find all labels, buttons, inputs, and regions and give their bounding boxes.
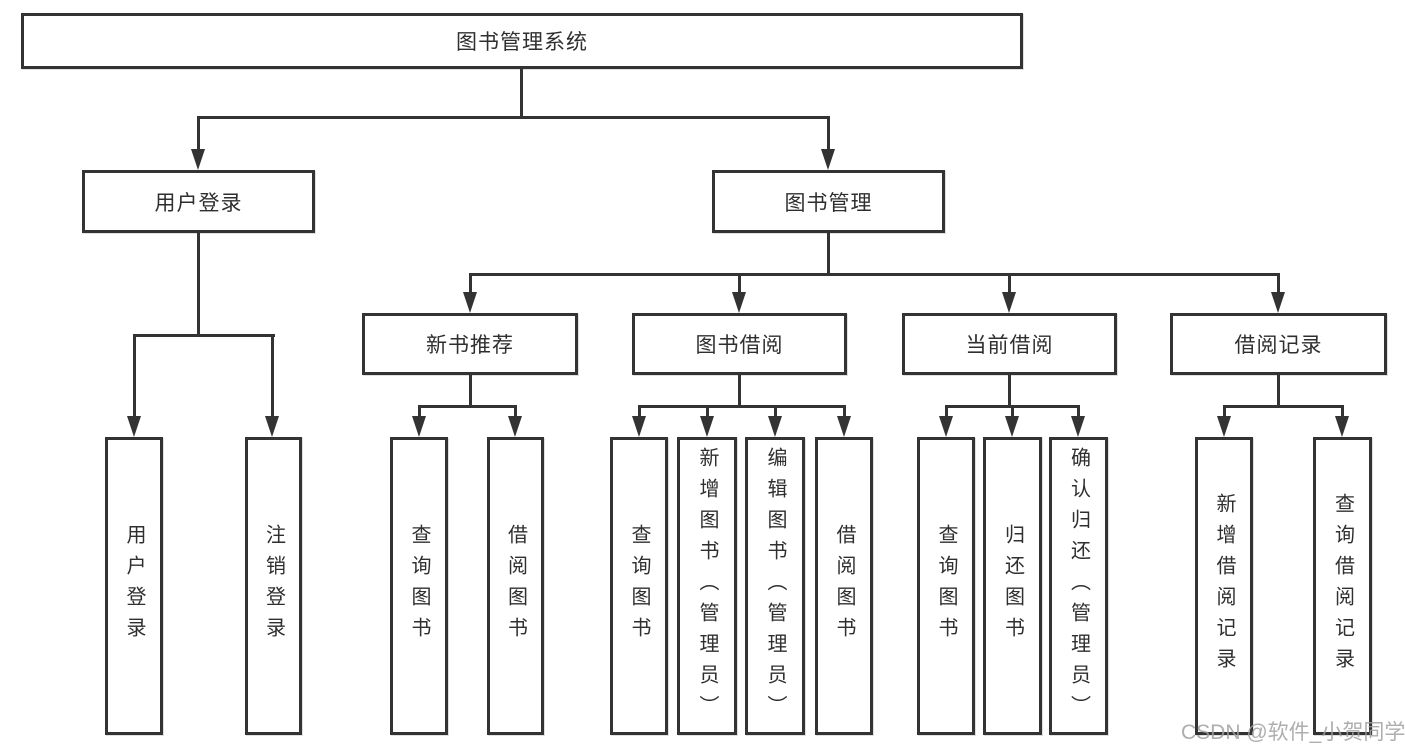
leaf-query-books-current: 查询图书	[917, 437, 975, 735]
arrow-down-icon	[1271, 292, 1285, 313]
node-book-management-system-label: 图书管理系统	[456, 31, 588, 54]
connector-line	[638, 405, 641, 418]
connector-line	[469, 375, 472, 408]
leaf-add-books-admin-label: 新增图书（管理员）	[696, 446, 718, 726]
connector-line	[514, 405, 517, 418]
leaf-add-borrow-record-label: 新增借阅记录	[1213, 493, 1235, 679]
node-current-borrowing: 当前借阅	[902, 313, 1117, 375]
arrow-down-icon	[265, 416, 279, 437]
arrow-down-icon	[768, 416, 782, 437]
connector-line	[197, 116, 200, 152]
leaf-edit-books-admin: 编辑图书（管理员）	[745, 437, 805, 735]
leaf-confirm-return-admin: 确认归还（管理员）	[1049, 437, 1108, 735]
connector-line	[133, 334, 136, 418]
leaf-user-login: 用户登录	[105, 437, 163, 735]
connector-line	[827, 233, 830, 276]
connector-line	[271, 334, 274, 418]
leaf-borrow-books-recommend-label: 借阅图书	[504, 524, 527, 648]
leaf-query-borrow-record-label: 查询借阅记录	[1331, 493, 1354, 679]
arrow-down-icon	[1335, 416, 1349, 437]
arrow-down-icon	[191, 149, 205, 170]
node-borrowing-records: 借阅记录	[1170, 313, 1387, 375]
node-borrowing-records-label: 借阅记录	[1234, 334, 1323, 357]
arrow-down-icon	[1005, 416, 1019, 437]
connector-line	[418, 405, 517, 408]
node-new-book-recommendation-label: 新书推荐	[426, 334, 514, 357]
leaf-query-books-recommend-label: 查询图书	[408, 524, 430, 648]
leaf-logout-label: 注销登录	[262, 524, 285, 648]
leaf-borrow-books-label: 借阅图书	[833, 524, 855, 648]
leaf-confirm-return-admin-label: 确认归还（管理员）	[1067, 446, 1090, 726]
leaf-borrow-books-recommend: 借阅图书	[487, 437, 544, 735]
connector-line	[738, 375, 741, 408]
arrow-down-icon	[1217, 416, 1231, 437]
arrow-down-icon	[1071, 416, 1085, 437]
leaf-query-books-borrowing: 查询图书	[610, 437, 668, 735]
connector-line	[738, 273, 741, 294]
connector-line	[638, 405, 846, 408]
connector-line	[133, 334, 275, 337]
connector-line	[1277, 273, 1280, 294]
arrow-down-icon	[821, 149, 835, 170]
leaf-query-books-recommend: 查询图书	[390, 437, 448, 735]
connector-line	[418, 405, 421, 418]
connector-line	[945, 405, 948, 418]
leaf-return-books: 归还图书	[983, 437, 1042, 735]
connector-line	[1223, 405, 1226, 418]
node-book-management-label: 图书管理	[784, 191, 873, 215]
leaf-user-login-label: 用户登录	[123, 524, 145, 648]
arrow-down-icon	[732, 292, 746, 313]
arrow-down-icon	[508, 416, 522, 437]
leaf-query-books-borrowing-label: 查询图书	[628, 524, 650, 648]
node-book-management-system: 图书管理系统	[21, 13, 1023, 69]
leaf-query-borrow-record: 查询借阅记录	[1313, 437, 1372, 735]
arrow-down-icon	[463, 292, 477, 313]
node-user-login: 用户登录	[82, 170, 315, 233]
connector-line	[469, 273, 472, 294]
connector-line	[197, 233, 200, 337]
connector-line	[520, 69, 523, 119]
node-current-borrowing-label: 当前借阅	[965, 334, 1054, 357]
connector-line	[1341, 405, 1344, 418]
node-book-borrowing: 图书借阅	[632, 313, 847, 375]
arrow-down-icon	[939, 416, 953, 437]
arrow-down-icon	[412, 416, 426, 437]
connector-line	[469, 273, 1280, 276]
leaf-add-books-admin: 新增图书（管理员）	[677, 437, 737, 735]
connector-line	[706, 405, 709, 418]
leaf-add-borrow-record: 新增借阅记录	[1195, 437, 1253, 735]
connector-line	[774, 405, 777, 418]
node-book-management: 图书管理	[712, 170, 945, 233]
connector-line	[1011, 405, 1014, 418]
connector-line	[827, 116, 830, 152]
leaf-edit-books-admin-label: 编辑图书（管理员）	[764, 446, 786, 726]
leaf-return-books-label: 归还图书	[1001, 524, 1024, 648]
connector-line	[1223, 405, 1344, 408]
csdn-watermark: CSDN @软件_小贺同学	[1181, 721, 1405, 744]
connector-line	[843, 405, 846, 418]
leaf-borrow-books: 借阅图书	[815, 437, 873, 735]
arrow-down-icon	[700, 416, 714, 437]
arrow-down-icon	[837, 416, 851, 437]
connector-line	[1277, 375, 1280, 408]
connector-line	[1077, 405, 1080, 418]
arrow-down-icon	[632, 416, 646, 437]
connector-line	[1008, 375, 1011, 408]
arrow-down-icon	[127, 416, 141, 437]
node-user-login-label: 用户登录	[154, 191, 243, 215]
leaf-logout: 注销登录	[245, 437, 302, 735]
leaf-query-books-current-label: 查询图书	[935, 524, 957, 648]
connector-line	[1008, 273, 1011, 294]
arrow-down-icon	[1002, 292, 1016, 313]
node-new-book-recommendation: 新书推荐	[362, 313, 578, 375]
connector-line	[197, 116, 830, 119]
node-book-borrowing-label: 图书借阅	[695, 334, 784, 357]
